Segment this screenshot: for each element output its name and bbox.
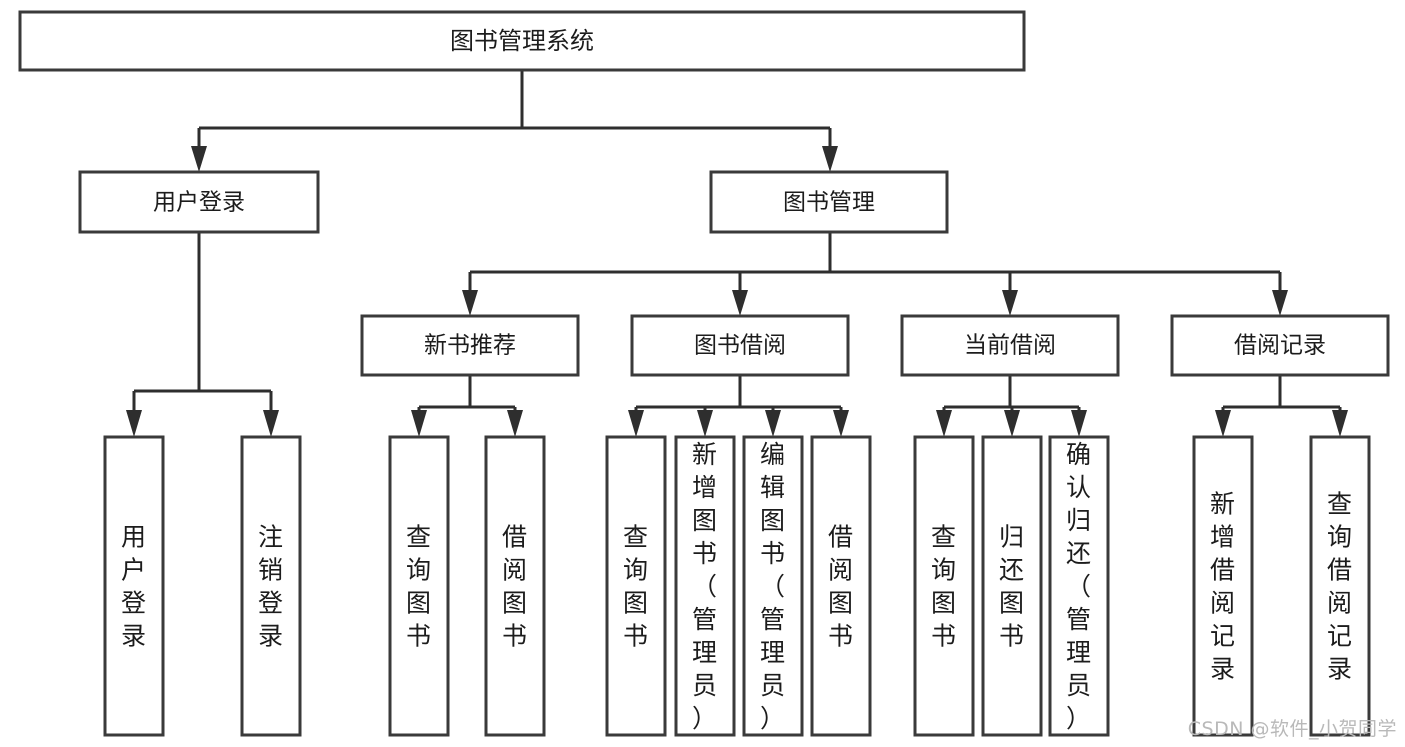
arrow-head-new-book [462, 290, 478, 316]
arrow-head-bb-leaf4 [833, 410, 849, 437]
arrow-head-leaf-logout [263, 410, 279, 437]
leaf-node-bb-edit-book-box [742, 435, 804, 737]
leaf-node-br-query-record-box [1309, 435, 1371, 737]
node-book-manage-label: 图书管理 [783, 190, 875, 216]
leaf-node-cb-confirm-return-label: 确认归还（管理员） [1066, 440, 1092, 733]
node-book-borrow-label: 图书借阅 [694, 333, 786, 359]
leaf-node-user-login-box [103, 435, 165, 737]
arrow-head-leaf-user-login [126, 410, 142, 437]
node-book-manage[interactable]: 图书管理 [709, 170, 949, 234]
leaf-node-newbook-query-book[interactable]: 查询图书 [388, 435, 450, 737]
leaf-node-bb-query-book[interactable]: 查询图书 [605, 435, 667, 737]
leaf-node-logout[interactable]: 注销登录 [240, 435, 302, 737]
leaf-node-newbook-query-book-box [388, 435, 450, 737]
leaf-node-user-login[interactable]: 用户登录 [103, 435, 165, 737]
arrow-head-br-leaf2 [1332, 410, 1348, 437]
arrow-head-book-borrow [732, 290, 748, 316]
arrow-head-cb-leaf2 [1004, 410, 1020, 437]
leaf-node-bb-edit-book[interactable]: 编辑图书（管理员） [742, 435, 804, 737]
leaf-node-cb-confirm-return[interactable]: 确认归还（管理员） [1048, 435, 1110, 737]
leaf-node-user-login-label: 用户登录 [121, 523, 147, 651]
node-borrow-record-box [1170, 314, 1390, 377]
leaf-node-newbook-borrow-book-label: 借阅图书 [502, 523, 528, 651]
node-new-book-recommend-box [360, 314, 580, 377]
leaf-node-cb-return-book-box [981, 435, 1043, 737]
arrow-head-newbook-leaf2 [507, 410, 523, 437]
arrow-head-book-manage [822, 146, 838, 172]
node-current-borrow-box [900, 314, 1120, 377]
node-current-borrow[interactable]: 当前借阅 [900, 314, 1120, 377]
arrow-head-current-borrow [1002, 290, 1018, 316]
leaf-node-br-query-record-label: 查询借阅记录 [1327, 490, 1353, 684]
arrow-head-br-leaf1 [1215, 410, 1231, 437]
leaf-node-newbook-borrow-book[interactable]: 借阅图书 [484, 435, 546, 737]
leaf-node-bb-borrow-book-box [810, 435, 872, 737]
node-borrow-record[interactable]: 借阅记录 [1170, 314, 1390, 377]
node-root-system-label: 图书管理系统 [450, 27, 594, 55]
leaf-node-br-query-record[interactable]: 查询借阅记录 [1309, 435, 1371, 737]
leaf-node-br-add-record-box [1192, 435, 1254, 737]
node-user-login[interactable]: 用户登录 [78, 170, 320, 234]
node-root-system-box [18, 10, 1026, 72]
arrow-head-cb-leaf1 [936, 410, 952, 437]
connector-layer [126, 70, 1348, 437]
leaf-node-bb-borrow-book-label: 借阅图书 [828, 523, 854, 651]
leaf-node-bb-query-book-label: 查询图书 [623, 523, 649, 651]
leaf-node-br-add-record-label: 新增借阅记录 [1210, 490, 1236, 684]
leaf-node-cb-query-book-box [913, 435, 975, 737]
leaf-node-cb-return-book-label: 归还图书 [999, 523, 1025, 651]
leaf-node-cb-return-book[interactable]: 归还图书 [981, 435, 1043, 737]
arrow-head-bb-leaf2 [697, 410, 713, 437]
leaf-node-bb-add-book[interactable]: 新增图书（管理员） [674, 435, 736, 737]
arrow-head-bb-leaf1 [628, 410, 644, 437]
leaf-node-newbook-borrow-book-box [484, 435, 546, 737]
arrow-head-bb-leaf3 [765, 410, 781, 437]
leaf-node-br-add-record[interactable]: 新增借阅记录 [1192, 435, 1254, 737]
arrow-head-cb-leaf3 [1071, 410, 1087, 437]
leaf-node-cb-query-book[interactable]: 查询图书 [913, 435, 975, 737]
csdn-watermark: CSDN @软件_小贺同学 [1187, 718, 1397, 740]
leaf-node-logout-box [240, 435, 302, 737]
arrow-head-user-login [191, 146, 207, 172]
node-book-manage-box [709, 170, 949, 234]
node-current-borrow-label: 当前借阅 [964, 333, 1056, 359]
node-new-book-recommend-label: 新书推荐 [424, 333, 516, 359]
leaf-node-bb-edit-book-label: 编辑图书（管理员） [760, 440, 786, 733]
leaf-node-cb-query-book-label: 查询图书 [931, 523, 957, 651]
leaf-node-newbook-query-book-label: 查询图书 [406, 523, 432, 651]
leaf-node-bb-borrow-book[interactable]: 借阅图书 [810, 435, 872, 737]
arrow-head-borrow-record [1272, 290, 1288, 316]
node-borrow-record-label: 借阅记录 [1234, 333, 1326, 359]
node-book-borrow[interactable]: 图书借阅 [630, 314, 850, 377]
leaf-node-bb-query-book-box [605, 435, 667, 737]
leaf-node-bb-add-book-label: 新增图书（管理员） [692, 440, 718, 733]
node-user-login-box [78, 170, 320, 234]
leaf-node-logout-label: 注销登录 [258, 523, 284, 651]
leaf-node-bb-add-book-box [674, 435, 736, 737]
arrow-head-newbook-leaf1 [411, 410, 427, 437]
node-new-book-recommend[interactable]: 新书推荐 [360, 314, 580, 377]
node-user-login-label: 用户登录 [153, 190, 245, 216]
node-root-system[interactable]: 图书管理系统 [18, 10, 1026, 72]
leaf-node-cb-confirm-return-box [1048, 435, 1110, 737]
node-book-borrow-box [630, 314, 850, 377]
